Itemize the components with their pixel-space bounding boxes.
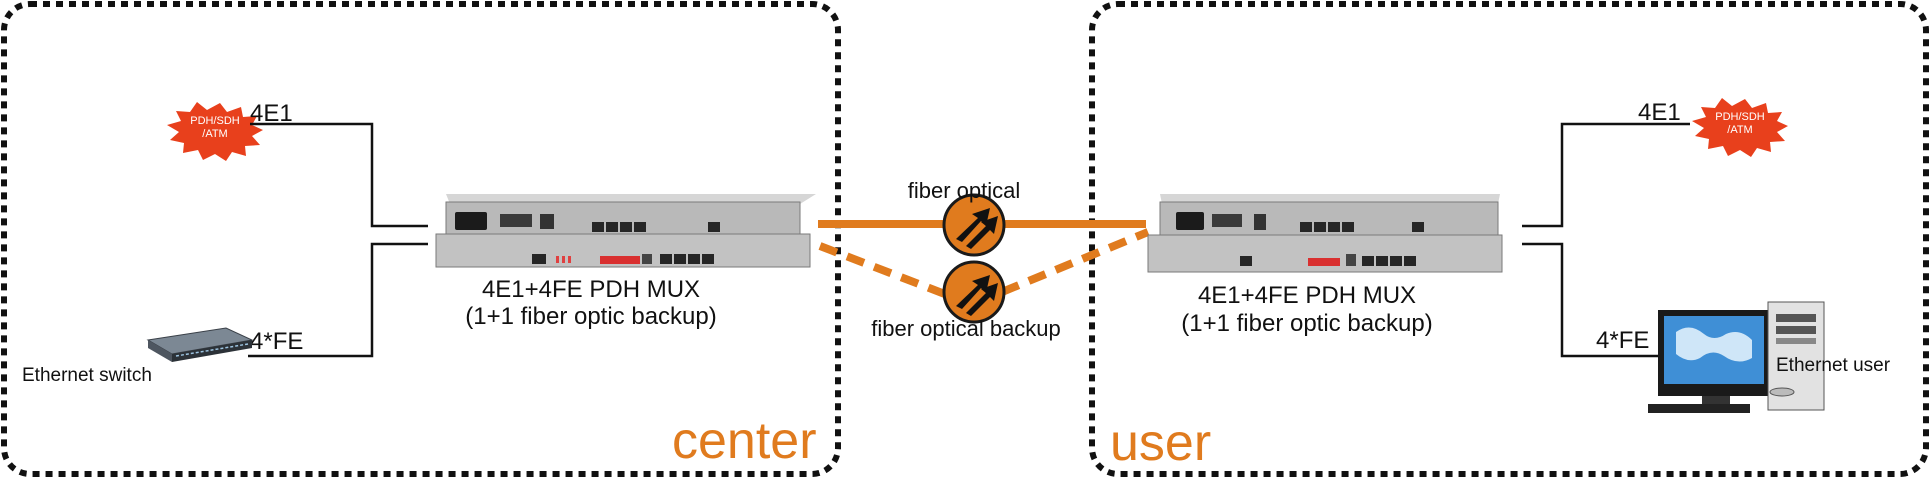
burst-text-left-2: /ATM xyxy=(202,128,227,140)
e1-link-left xyxy=(250,122,428,228)
power-socket-icon xyxy=(455,212,487,230)
burst-text-right-1: PDH/SDH xyxy=(1715,111,1765,123)
ethernet-user-label: Ethernet user xyxy=(1776,355,1891,376)
fe-label-right: 4*FE xyxy=(1596,327,1649,354)
fe-label-left: 4*FE xyxy=(250,328,303,355)
ethernet-switch-icon xyxy=(146,327,254,362)
user-zone-border xyxy=(1089,1,1929,477)
fe-link-right xyxy=(1522,242,1662,358)
fiber-backup-line-right xyxy=(1000,228,1150,296)
mux-title-right: 4E1+4FE PDH MUX xyxy=(1198,282,1416,309)
e1-link-right xyxy=(1522,122,1690,228)
mux-subtitle-right: (1+1 fiber optic backup) xyxy=(1181,310,1432,337)
pdh-mux-user-device xyxy=(1147,194,1503,273)
pdh-sdh-atm-burst-left: PDH/SDH /ATM xyxy=(167,102,263,161)
pdh-sdh-atm-burst-right: PDH/SDH /ATM xyxy=(1692,98,1788,157)
user-zone-label: user xyxy=(1110,414,1211,472)
fiber-backup-node-icon xyxy=(942,260,1006,324)
burst-text-right-2: /ATM xyxy=(1727,124,1752,136)
mux-subtitle-left: (1+1 fiber optic backup) xyxy=(465,303,716,330)
fe-link-left xyxy=(248,242,428,358)
ethernet-switch-label: Ethernet switch xyxy=(22,365,152,386)
burst-text-left-1: PDH/SDH xyxy=(190,115,240,127)
fiber-backup-line-left xyxy=(818,242,952,300)
pdh-mux-center-device xyxy=(435,194,816,268)
center-zone-border xyxy=(1,1,841,477)
fiber-primary-node-icon xyxy=(942,193,1006,257)
e1-label-left: 4E1 xyxy=(250,100,293,127)
computer-icon xyxy=(1648,301,1825,413)
e1-label-right: 4E1 xyxy=(1638,99,1681,126)
center-zone-label: center xyxy=(672,412,817,470)
fiber-primary-label: fiber optical xyxy=(908,178,1021,203)
power-socket-icon xyxy=(1176,212,1204,230)
mux-title-left: 4E1+4FE PDH MUX xyxy=(482,276,700,303)
fiber-backup-label: fiber optical backup xyxy=(871,316,1061,341)
